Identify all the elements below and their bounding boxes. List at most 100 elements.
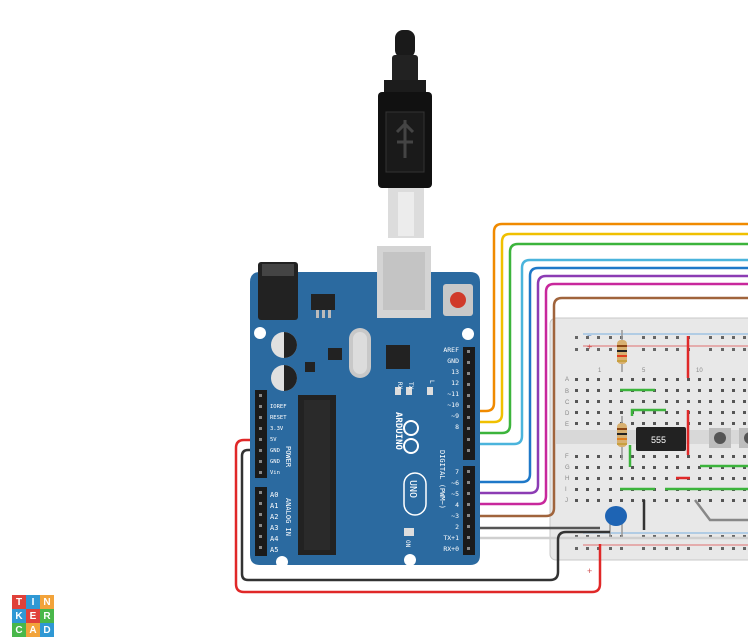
hole[interactable] [259,416,262,419]
hole[interactable] [687,466,690,469]
hole[interactable] [676,378,679,381]
hole[interactable] [631,499,634,502]
hole[interactable] [467,525,470,528]
hole[interactable] [575,336,578,339]
hole[interactable] [698,466,701,469]
hole[interactable] [586,535,589,538]
hole[interactable] [721,400,724,403]
hole[interactable] [467,514,470,517]
hole[interactable] [620,378,623,381]
hole[interactable] [665,348,668,351]
hole[interactable] [586,422,589,425]
hole[interactable] [609,389,612,392]
hole[interactable] [709,535,712,538]
hole[interactable] [721,455,724,458]
hole[interactable] [609,499,612,502]
hole[interactable] [609,477,612,480]
hole[interactable] [743,535,746,538]
hole[interactable] [620,411,623,414]
hole[interactable] [575,455,578,458]
hole[interactable] [732,477,735,480]
hole[interactable] [743,455,746,458]
hole[interactable] [575,488,578,491]
hole[interactable] [597,535,600,538]
hole[interactable] [653,477,656,480]
hole[interactable] [665,400,668,403]
breadboard[interactable]: − + + 1 5 10 A B C D E F G H I J [549,317,748,576]
hole[interactable] [653,535,656,538]
hole[interactable] [467,405,470,408]
hole[interactable] [665,336,668,339]
hole[interactable] [653,348,656,351]
hole[interactable] [609,466,612,469]
hole[interactable] [467,449,470,452]
hole[interactable] [642,466,645,469]
hole[interactable] [620,400,623,403]
hole[interactable] [721,422,724,425]
hole[interactable] [743,378,746,381]
hole[interactable] [743,499,746,502]
hole[interactable] [575,389,578,392]
hole[interactable] [467,416,470,419]
hole[interactable] [721,411,724,414]
hole[interactable] [575,400,578,403]
hole[interactable] [597,466,600,469]
hole[interactable] [575,378,578,381]
hole[interactable] [575,466,578,469]
hole[interactable] [631,422,634,425]
circuit-canvas[interactable]: − + + 1 5 10 A B C D E F G H I J [0,0,748,624]
hole[interactable] [597,499,600,502]
hole[interactable] [609,547,612,550]
hole[interactable] [665,547,668,550]
hole[interactable] [743,348,746,351]
hole[interactable] [676,499,679,502]
hole[interactable] [609,400,612,403]
power-header[interactable] [255,390,267,478]
hole[interactable] [721,336,724,339]
hole[interactable] [721,466,724,469]
hole[interactable] [698,422,701,425]
hole[interactable] [732,411,735,414]
hole[interactable] [597,422,600,425]
hole[interactable] [743,422,746,425]
hole[interactable] [620,466,623,469]
hole[interactable] [467,547,470,550]
hole[interactable] [631,477,634,480]
push-button-2[interactable] [739,428,748,448]
hole[interactable] [609,411,612,414]
hole[interactable] [586,488,589,491]
hole[interactable] [709,547,712,550]
hole[interactable] [620,477,623,480]
hole[interactable] [676,466,679,469]
hole[interactable] [642,400,645,403]
hole[interactable] [665,411,668,414]
hole[interactable] [665,477,668,480]
hole[interactable] [586,466,589,469]
hole[interactable] [467,438,470,441]
hole[interactable] [467,470,470,473]
hole[interactable] [698,400,701,403]
hole[interactable] [259,438,262,441]
hole[interactable] [259,427,262,430]
signal-wires[interactable] [234,222,748,594]
hole[interactable] [259,405,262,408]
hole[interactable] [586,477,589,480]
hole[interactable] [575,547,578,550]
hole[interactable] [665,378,668,381]
hole[interactable] [575,422,578,425]
hole[interactable] [732,336,735,339]
hole[interactable] [743,389,746,392]
hole[interactable] [586,378,589,381]
resistor-1[interactable] [617,330,627,372]
hole[interactable] [732,389,735,392]
hole[interactable] [743,336,746,339]
hole[interactable] [575,535,578,538]
hole[interactable] [721,389,724,392]
hole[interactable] [732,455,735,458]
hole[interactable] [709,422,712,425]
resistor-2[interactable] [617,416,627,460]
hole[interactable] [687,378,690,381]
hole[interactable] [259,546,262,549]
hole[interactable] [631,455,634,458]
hole[interactable] [687,389,690,392]
